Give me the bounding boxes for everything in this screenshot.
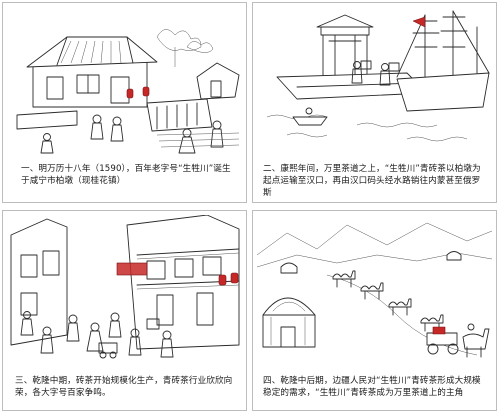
ming-dynasty-street-scene-illustration xyxy=(7,7,242,157)
panel-3-caption: 三、乾隆中期，砖茶开始规模化生产，青砖茶行业欣欣向荣，各大字号百家争鸣。 xyxy=(15,376,233,398)
story-panel-3: 三、乾隆中期，砖茶开始规模化生产，青砖茶行业欣欣向荣，各大字号百家争鸣。 xyxy=(2,210,247,411)
panel-4-caption: 四、乾隆中后期，边疆人民对“生牲川”青砖茶形成大规模稳定的需求，“生牲川”青砖茶… xyxy=(263,376,481,398)
story-panel-4: 四、乾隆中后期，边疆人民对“生牲川”青砖茶形成大规模稳定的需求，“生牲川”青砖茶… xyxy=(252,210,497,411)
story-panel-1: 一、明万历十八年（1590），百年老字号“生牲川”诞生于咸宁市柏墩（现桂花镇） xyxy=(2,2,247,203)
hankou-dock-ship-illustration xyxy=(257,7,492,157)
story-panel-2: 二、康熙年间，万里茶道之上，“生牲川”青砖茶以柏墩为起点运输至汉口，再由汉口码头… xyxy=(252,2,497,203)
panel-1-caption: 一、明万历十八年（1590），百年老字号“生牲川”诞生于咸宁市柏墩（现桂花镇） xyxy=(21,164,231,186)
frontier-camel-caravan-illustration xyxy=(257,215,492,365)
busy-market-street-illustration xyxy=(7,215,242,365)
panel-2-caption: 二、康熙年间，万里茶道之上，“生牲川”青砖茶以柏墩为起点运输至汉口，再由汉口码头… xyxy=(263,164,481,198)
